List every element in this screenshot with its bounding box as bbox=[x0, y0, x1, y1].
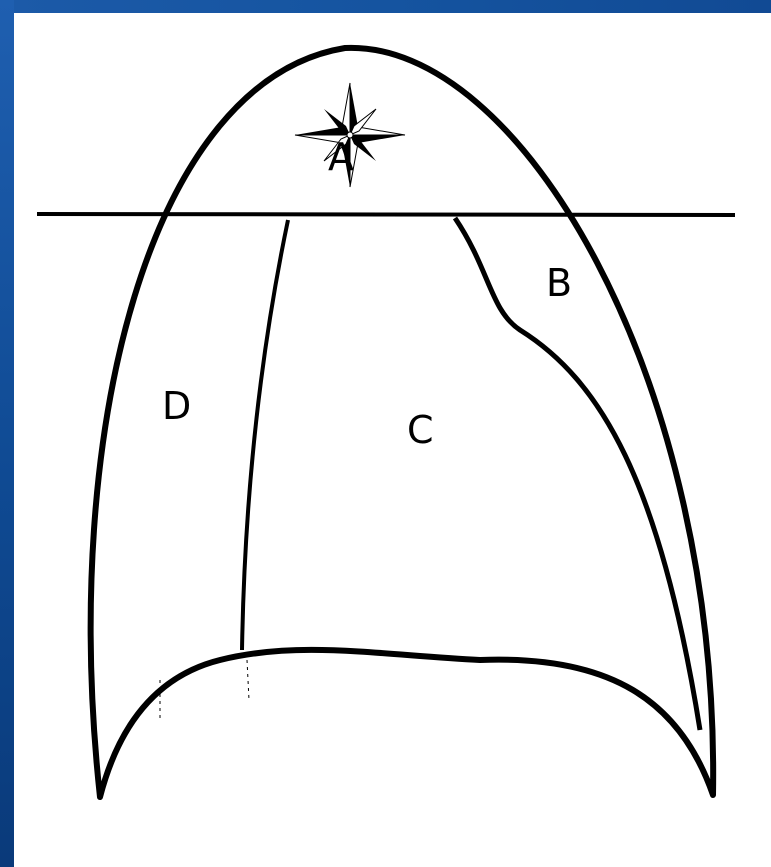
label-b: B bbox=[546, 261, 572, 305]
label-c: C bbox=[407, 408, 434, 452]
fissure-cb bbox=[455, 218, 700, 730]
dashed-mark bbox=[247, 660, 249, 700]
horizontal-line bbox=[37, 214, 735, 215]
label-d: D bbox=[162, 384, 191, 428]
fissure-dc bbox=[242, 220, 288, 650]
label-a: A bbox=[328, 135, 354, 179]
